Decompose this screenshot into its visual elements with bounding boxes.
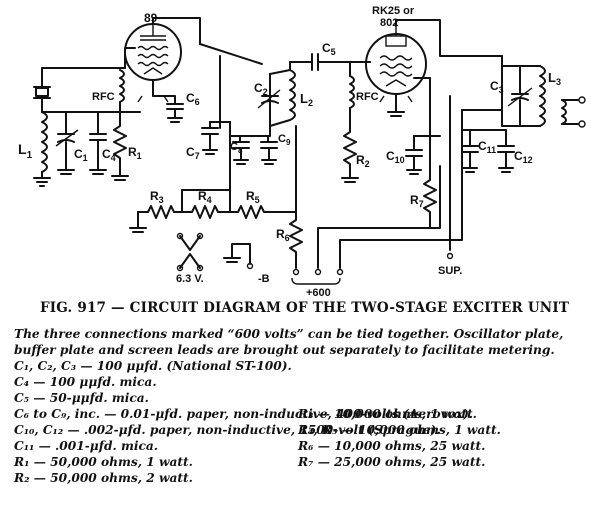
buffer-tube — [365, 26, 427, 95]
minus-b-label: -B — [258, 273, 270, 285]
ground-c8 — [233, 159, 249, 165]
figure-caption: FIG. 917 — CIRCUIT DIAGRAM OF THE TWO-ST… — [40, 300, 570, 316]
r1-label: R1 — [128, 145, 142, 161]
ground-r1 — [111, 175, 129, 181]
l3-coil — [539, 65, 546, 127]
heater-label: 6.3 V. — [176, 273, 204, 285]
sup-label: SUP. — [438, 265, 462, 277]
ground-c12 — [498, 167, 514, 173]
ground-c6 — [167, 117, 183, 123]
plus600-label: +600 — [306, 287, 331, 299]
circuit-schematic: 89 L1 C1 C4 R1 RFC C6 — [18, 5, 586, 299]
c5-label: C5 — [322, 41, 336, 57]
part-item: C₆ to C₉, inc. — 0.01-μfd. paper, non-in… — [14, 407, 474, 421]
r5-label: R5 — [246, 189, 260, 205]
parts-list-left: C₁, C₂, C₃ — 100 μμfd. (National ST-100)… — [14, 358, 473, 486]
part-item: R₂ — 50,000 ohms, 2 watt. — [14, 471, 193, 485]
ground-r2 — [341, 177, 359, 183]
ground-l1 — [33, 177, 51, 187]
part-item: C₁, C₂, C₃ — 100 μμfd. (National ST-100)… — [14, 359, 292, 373]
l2-coil — [289, 69, 296, 121]
l2-label: L2 — [300, 91, 313, 108]
r3-label: R3 — [150, 189, 164, 205]
intro-line: The three connections marked “600 volts”… — [14, 327, 564, 341]
ground-c1 — [57, 169, 75, 175]
ground-r3 — [129, 227, 147, 233]
crystal — [33, 73, 51, 113]
l1-label: L1 — [18, 141, 33, 161]
tube2-label-a: RK25 or — [372, 5, 415, 17]
ground-c7 — [202, 149, 218, 155]
l3-label: L3 — [548, 70, 561, 87]
ground-c11 — [462, 167, 478, 173]
c2-label: C2 — [254, 81, 268, 97]
oscillator-tube — [124, 23, 182, 81]
r2-label: R2 — [356, 153, 370, 169]
part-item: C₁₀, C₁₂ — .002-μfd. paper, non-inductiv… — [14, 423, 441, 437]
c3-label: C3 — [490, 79, 504, 95]
c12-label: C12 — [514, 149, 533, 165]
ground-c4 — [89, 169, 107, 175]
link-coil — [561, 99, 567, 125]
heater-leads — [176, 232, 204, 272]
ground-b — [223, 257, 241, 263]
part-item: C₅ — 50-μμfd. mica. — [14, 391, 149, 405]
c10-label: C10 — [386, 149, 405, 165]
part-item: C₄ — 100 μμfd. mica. — [14, 375, 157, 389]
c11-label: C11 — [478, 139, 496, 155]
ground-buffer — [387, 111, 405, 117]
part-item: R₃ — 10,000 ohms, 1 watt. — [298, 407, 477, 421]
c6-label: C6 — [186, 91, 200, 107]
intro-text: The three connections marked “600 volts”… — [14, 326, 604, 358]
ground-c10 — [406, 169, 422, 175]
part-item: R₇ — 25,000 ohms, 25 watt. — [298, 455, 486, 469]
part-item: C₁₁ — .001-μfd. mica. — [14, 439, 159, 453]
ground-c9 — [261, 159, 277, 165]
rfc1-coil — [119, 69, 125, 103]
c9-label: C9 — [278, 133, 291, 147]
rfc1-label: RFC — [92, 91, 115, 103]
rfc2-coil — [349, 75, 355, 109]
c8-label: C8 — [230, 141, 243, 155]
r6-label: R6 — [276, 227, 290, 243]
c1-label: C1 — [74, 147, 88, 163]
tube2-label-b: 802 — [380, 17, 398, 29]
tube1-label: 89 — [144, 11, 158, 25]
parts-list-right: R₃ — 10,000 ohms, 1 watt. R₄, R₅ — 10,00… — [298, 406, 501, 470]
intro-line: buffer plate and screen leads are brough… — [14, 343, 555, 357]
r7-label: R7 — [410, 193, 424, 209]
rfc2-label: RFC — [356, 91, 379, 103]
c4-label: C4 — [102, 147, 116, 163]
part-item: R₆ — 10,000 ohms, 25 watt. — [298, 439, 486, 453]
part-item: R₁ — 50,000 ohms, 1 watt. — [14, 455, 193, 469]
l1-coil — [41, 111, 48, 173]
part-item: R₄, R₅ — 10,000 ohms, 1 watt. — [298, 423, 501, 437]
c7-label: C7 — [186, 145, 200, 161]
r4-label: R4 — [198, 189, 212, 205]
